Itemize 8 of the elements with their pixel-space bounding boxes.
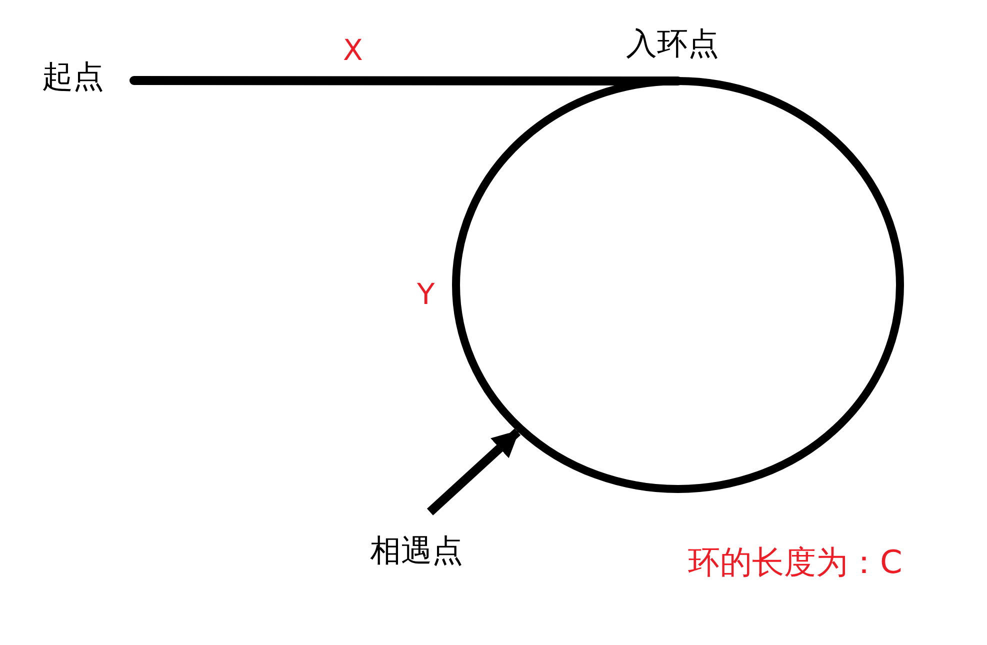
note-text: 环的长度为：C [688, 546, 902, 578]
edge-label: X [343, 36, 363, 65]
point-label: 起点 [42, 62, 104, 93]
arrow [426, 428, 521, 516]
point-label: 入环点 [626, 29, 719, 60]
arc-label: Y [417, 280, 435, 309]
point-label: 相遇点 [370, 536, 463, 567]
path-line [130, 76, 682, 86]
